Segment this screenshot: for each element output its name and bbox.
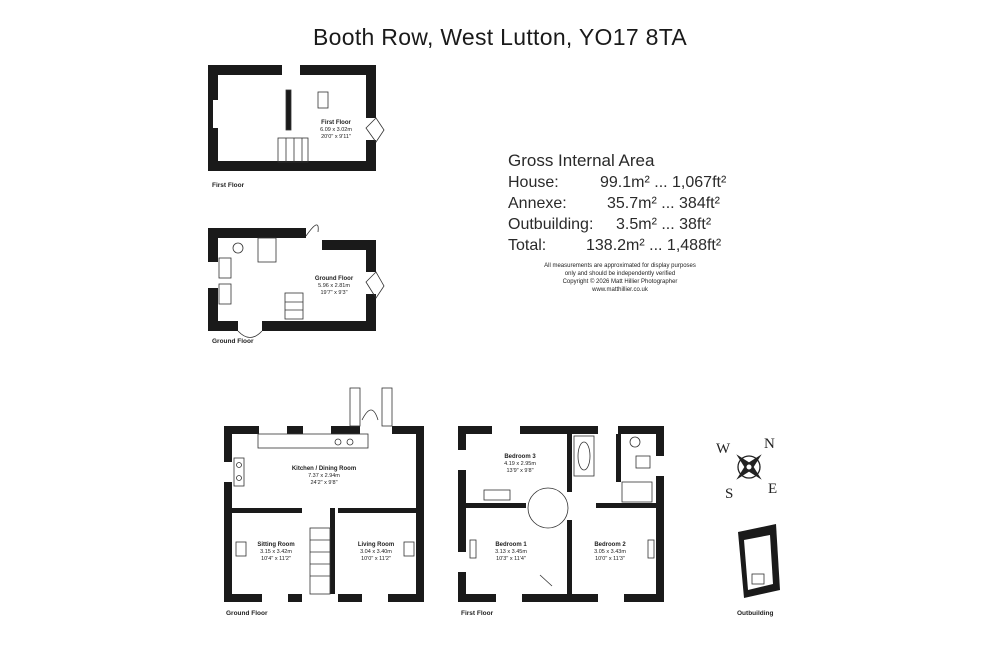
room-annexe-first: First Floor 6.09 x 3.02m 20'0" x 9'11": [320, 120, 352, 140]
gia-row-house: House: 99.1m² ... 1,067ft²: [508, 174, 727, 191]
room-annexe-ground: Ground Floor 5.96 x 2.81m 19'7" x 9'3": [314, 276, 354, 296]
note-line: only and should be independently verifie…: [564, 271, 676, 277]
gia-row-outbuilding: Outbuilding: 3.5m² ... 38ft²: [508, 216, 712, 233]
room-sitting: Sitting Room 3.15 x 3.42m 10'4" x 11'2": [257, 542, 295, 562]
room-bedroom-3: Bedroom 3 4.19 x 2.95m 13'9" x 9'8": [504, 454, 536, 474]
annexe-ground-floor-label: Ground Floor: [212, 338, 254, 345]
outbuilding-label: Outbuilding: [737, 610, 774, 617]
room-living: Living Room 3.04 x 3.40m 10'0" x 11'2": [357, 542, 395, 562]
note-line: www.matthillier.co.uk: [592, 287, 648, 293]
page-title: Booth Row, West Lutton, YO17 8TA: [313, 24, 687, 50]
gia-row-total: Total: 138.2m² ... 1,488ft²: [508, 237, 722, 254]
compass-south: S: [725, 486, 734, 502]
gia-row-annexe: Annexe: 35.7m² ... 384ft²: [508, 195, 720, 212]
house-ground-floor-label: Ground Floor: [226, 610, 268, 617]
gia-heading: Gross Internal Area: [508, 151, 655, 170]
house-first-floor-walls: [458, 426, 664, 602]
compass-east: E: [768, 481, 778, 497]
gross-internal-area: Gross Internal Area House: 99.1m² ... 1,…: [508, 150, 727, 256]
house-first-floor-label: First Floor: [461, 610, 494, 617]
room-kitchen-dining: Kitchen / Dining Room 7.37 x 2.94m 24'2"…: [291, 466, 357, 486]
note-line: Copyright © 2026 Matt Hillier Photograph…: [562, 279, 678, 285]
disclaimer-notes: All measurements are approximated for di…: [520, 262, 720, 294]
compass-west: W: [716, 441, 731, 457]
compass-north: N: [764, 436, 775, 452]
note-line: All measurements are approximated for di…: [544, 263, 696, 269]
annexe-first-floor-walls: [208, 65, 376, 171]
annexe-first-floor-label: First Floor: [212, 182, 245, 189]
compass-rose: [736, 454, 762, 480]
room-bedroom-1: Bedroom 1 3.13 x 3.45m 10'3" x 11'4": [495, 542, 527, 562]
room-bedroom-2: Bedroom 2 3.05 x 3.43m 10'0" x 11'3": [594, 542, 626, 562]
